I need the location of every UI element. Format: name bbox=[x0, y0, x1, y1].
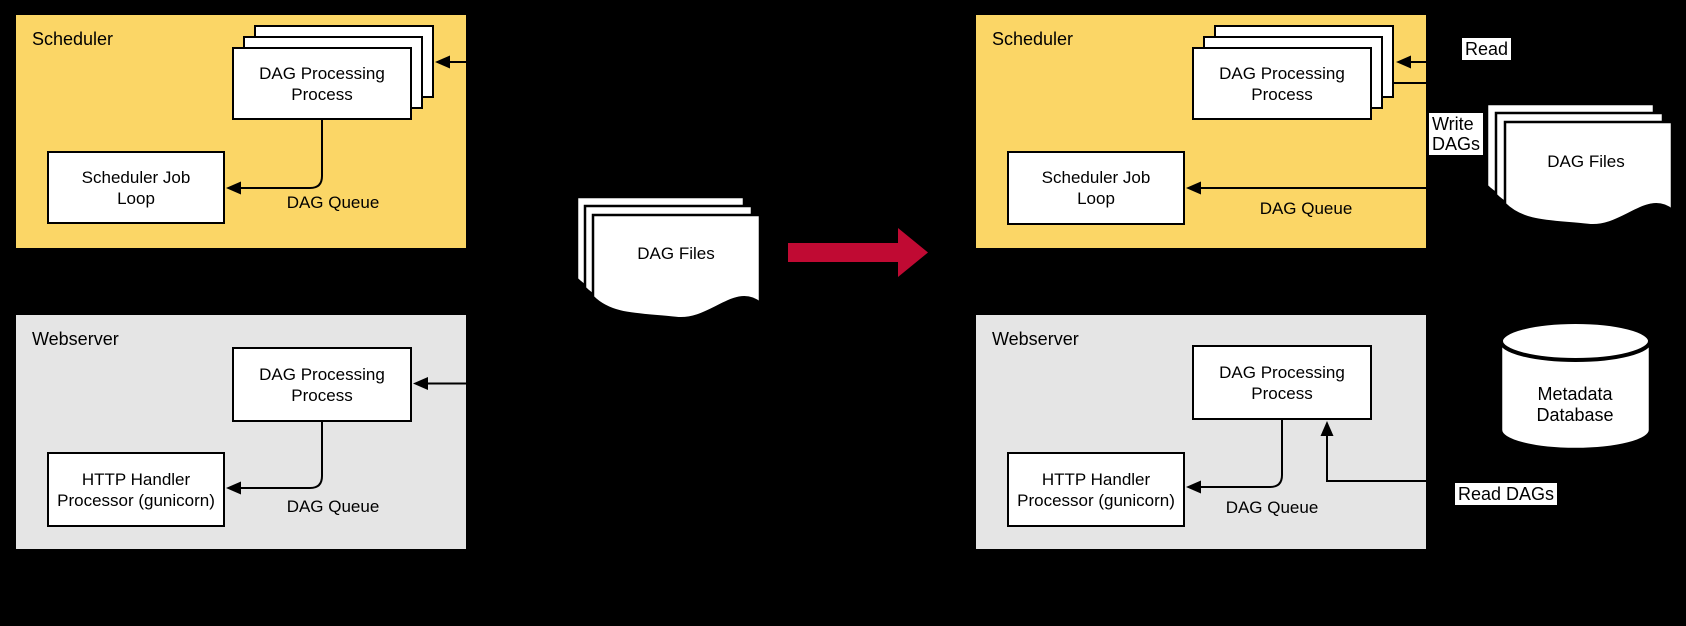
left-scheduler-dag-queue-label: DAG Queue bbox=[286, 193, 380, 212]
left-webserver-http-handler: HTTP Handler Processor (gunicorn) bbox=[47, 452, 225, 527]
left-webserver-dag-processing-process: DAG Processing Process bbox=[232, 347, 412, 422]
right-webserver-dag-queue-label: DAG Queue bbox=[1225, 498, 1319, 517]
left-webserver-title: Webserver bbox=[32, 329, 119, 349]
right-scheduler-dag-processing-process: DAG Processing Process bbox=[1192, 47, 1372, 120]
right-scheduler-dag-queue-label: DAG Queue bbox=[1259, 199, 1353, 218]
right-webserver-dag-processing-process: DAG Processing Process bbox=[1192, 345, 1372, 420]
right-dag-files-label: DAG Files bbox=[1547, 152, 1625, 171]
write-dags-label: Write DAGs bbox=[1429, 113, 1484, 155]
right-scheduler-job-loop: Scheduler Job Loop bbox=[1007, 151, 1185, 225]
left-scheduler-title: Scheduler bbox=[32, 29, 114, 49]
right-scheduler-title: Scheduler bbox=[992, 29, 1074, 49]
read-dags-label: Read DAGs bbox=[1455, 483, 1558, 505]
left-webserver-dag-queue-label: DAG Queue bbox=[286, 497, 380, 516]
right-webserver-http-handler: HTTP Handler Processor (gunicorn) bbox=[1007, 452, 1185, 527]
metadata-database-label: Metadata Database bbox=[1536, 384, 1614, 425]
right-webserver-title: Webserver bbox=[992, 329, 1079, 349]
center-dag-files-label: DAG Files bbox=[637, 244, 715, 263]
red-transition-arrow bbox=[788, 228, 928, 277]
left-scheduler-job-loop: Scheduler Job Loop bbox=[47, 151, 225, 224]
left-scheduler-dag-processing-process: DAG Processing Process bbox=[232, 47, 412, 120]
read-label: Read bbox=[1462, 38, 1512, 60]
